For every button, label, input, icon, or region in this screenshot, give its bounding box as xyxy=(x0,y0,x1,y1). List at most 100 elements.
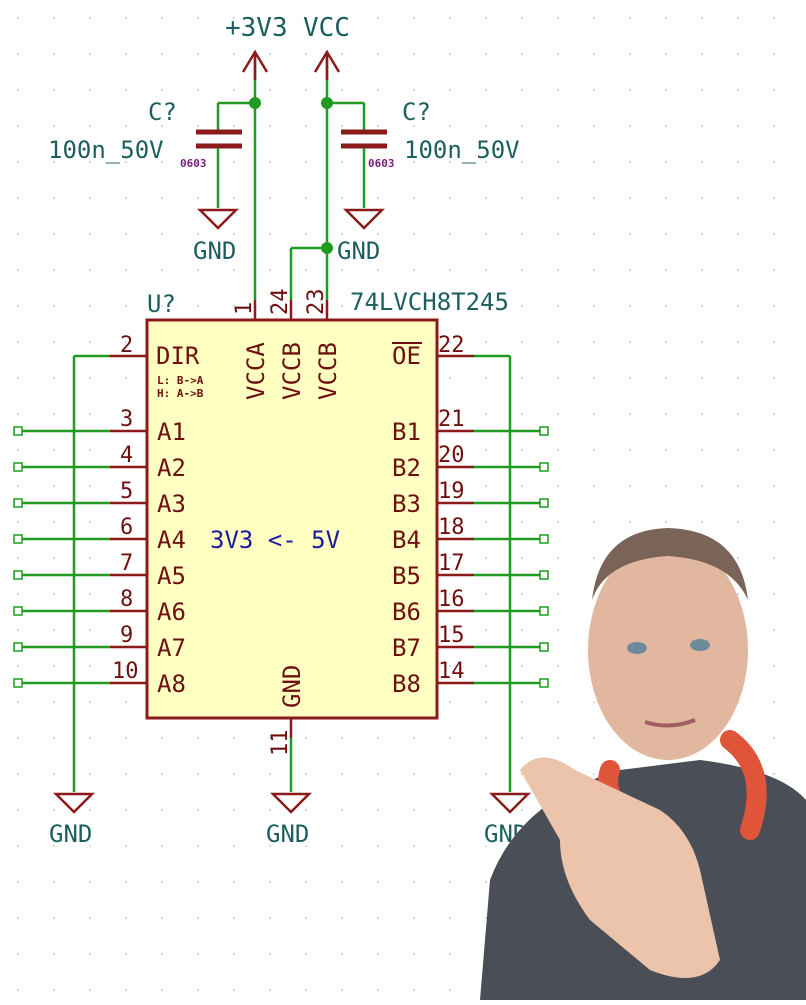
ground-section: GND GND GND xyxy=(49,354,532,848)
no-connect-right-3[interactable] xyxy=(539,498,549,508)
junction-vccb xyxy=(321,242,333,254)
pin-row-a6: A6 8 xyxy=(13,587,186,626)
pin-number-2: 2 xyxy=(120,333,133,358)
pin-label-b3: B3 xyxy=(392,490,421,518)
pin-label-a8: A8 xyxy=(157,670,186,698)
pin-row-b1: B1 21 xyxy=(392,407,549,446)
pin-label-b7: B7 xyxy=(392,634,421,662)
pin-label-vccb-24: VCCB xyxy=(278,342,306,400)
pin-row-a8: A8 10 xyxy=(13,659,186,698)
pin-row-b3: B3 19 xyxy=(392,479,549,518)
pin-label-b4: B4 xyxy=(392,526,421,554)
no-connect-right-4[interactable] xyxy=(539,534,549,544)
presenter-hair xyxy=(592,528,748,600)
pin-label-a2: A2 xyxy=(157,454,186,482)
pin-row-a2: A2 4 xyxy=(13,443,186,482)
no-connect-right-8[interactable] xyxy=(539,678,549,688)
pin-row-b8: B8 14 xyxy=(392,659,549,698)
pin-label-vcca: VCCA xyxy=(242,342,270,400)
power-section: +3V3 VCC C? 100n_50V 0603 GND C? 100n_50… xyxy=(48,13,520,300)
pin-label-a7: A7 xyxy=(157,634,186,662)
presenter-eye-right xyxy=(690,639,710,651)
pin-number-a1: 3 xyxy=(120,407,133,432)
gnd-symbol-cap-left-icon xyxy=(196,208,240,230)
pin-row-b5: B5 17 xyxy=(392,551,549,590)
pin-label-b1: B1 xyxy=(392,418,421,446)
pin-number-a5: 7 xyxy=(120,551,133,576)
gnd-label-bottom-left: GND xyxy=(49,820,92,848)
pin-row-a7: A7 9 xyxy=(13,623,186,662)
pin-row-a4: A4 6 xyxy=(13,515,186,554)
gnd-symbol-ic-icon xyxy=(269,792,313,814)
pin-label-a4: A4 xyxy=(157,526,186,554)
ic-value: 74LVCH8T245 xyxy=(350,288,509,316)
power-arrow-3v3-icon xyxy=(241,49,269,80)
power-arrow-vcc-icon xyxy=(313,49,341,80)
gnd-label-cap-left: GND xyxy=(193,237,236,265)
pin-number-23: 23 xyxy=(304,289,329,316)
presenter-face xyxy=(588,540,748,760)
cap-right-footprint: 0603 xyxy=(368,157,395,170)
pin-number-24: 24 xyxy=(268,289,293,316)
gnd-symbol-dir-icon xyxy=(52,792,96,814)
no-connect-right-5[interactable] xyxy=(539,570,549,580)
pin-number-a4: 6 xyxy=(120,515,133,540)
dir-hint-high: H: A->B xyxy=(157,387,204,400)
pin-number-b3: 19 xyxy=(438,479,465,504)
pin-number-1: 1 xyxy=(232,302,257,315)
gnd-label-cap-right: GND xyxy=(337,237,380,265)
pin-label-oe: OE xyxy=(392,342,421,370)
pin-number-b6: 16 xyxy=(438,587,465,612)
pin-number-a8: 10 xyxy=(112,659,139,684)
cap-left-value: 100n_50V xyxy=(48,136,164,164)
dir-hint-low: L: B->A xyxy=(157,374,204,387)
pin-label-vccb-23: VCCB xyxy=(314,342,342,400)
pin-number-22: 22 xyxy=(438,333,465,358)
pin-row-a5: A57 xyxy=(13,551,186,590)
gnd-symbol-oe-icon xyxy=(488,792,532,814)
ic-ref: U? xyxy=(147,290,176,318)
presenter-mouth xyxy=(644,718,696,728)
pin-label-a6: A6 xyxy=(157,598,186,626)
pin-number-b2: 20 xyxy=(438,443,465,468)
pointing-hand xyxy=(520,757,720,978)
pin-number-b1: 21 xyxy=(438,407,465,432)
pin-number-a7: 9 xyxy=(120,623,133,648)
cap-right-ref: C? xyxy=(402,98,431,126)
pin-number-b8: 14 xyxy=(438,659,465,684)
junction-3v3 xyxy=(249,97,261,109)
junction-vcc xyxy=(321,97,333,109)
no-connect-right-6[interactable] xyxy=(539,606,549,616)
pin-number-b4: 18 xyxy=(438,515,465,540)
pin-row-b4: B4 18 xyxy=(392,515,549,554)
pin-number-11: 11 xyxy=(268,730,293,757)
pin-number-a2: 4 xyxy=(120,443,133,468)
pin-label-b8: B8 xyxy=(392,670,421,698)
ic-74lvch8t245: U? 74LVCH8T245 3V3 <- 5V VCCA VCCB VCCB … xyxy=(13,288,549,757)
gnd-symbol-cap-right-icon xyxy=(342,208,386,230)
cap-left-ref: C? xyxy=(148,98,177,126)
ic-body xyxy=(145,318,439,720)
no-connect-right-1[interactable] xyxy=(539,426,549,436)
presenter-photo xyxy=(480,528,806,1000)
no-connect-right-2[interactable] xyxy=(539,462,549,472)
pin-row-a3: A35 xyxy=(13,479,186,518)
gnd-label-bottom-mid: GND xyxy=(266,820,309,848)
pin-number-b5: 17 xyxy=(438,551,465,576)
power-label-3v3: +3V3 xyxy=(225,13,288,43)
pin-number-a6: 8 xyxy=(120,587,133,612)
pin-label-gnd: GND xyxy=(278,665,306,708)
power-label-vcc: VCC xyxy=(303,13,350,43)
pin-number-a3: 5 xyxy=(120,479,133,504)
no-connect-right-7[interactable] xyxy=(539,642,549,652)
presenter-eye-left xyxy=(627,642,647,654)
cap-right-value: 100n_50V xyxy=(404,136,520,164)
pin-label-b5: B5 xyxy=(392,562,421,590)
